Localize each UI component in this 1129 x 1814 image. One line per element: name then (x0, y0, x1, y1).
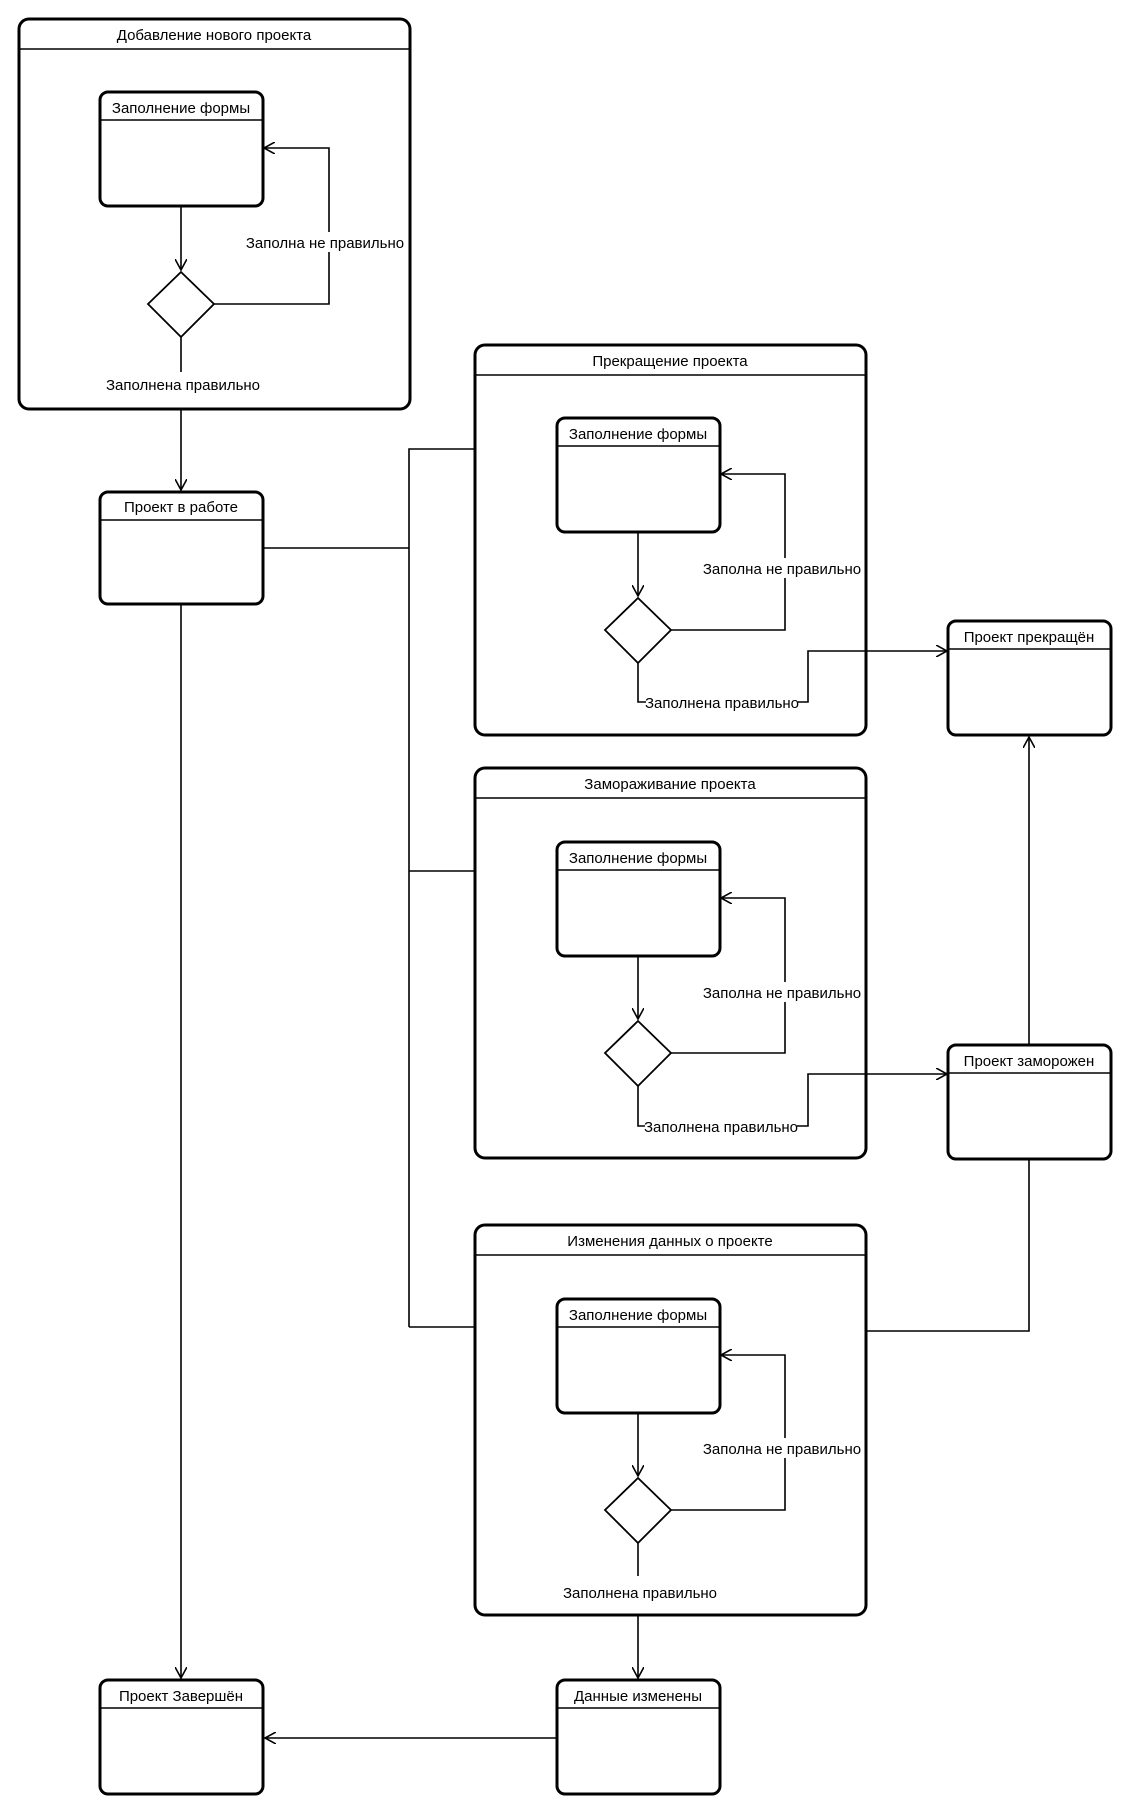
composite-terminate-project: Прекращение проекта Заполнение формы Зап… (473, 343, 868, 737)
form-fill-title: Заполнение формы (569, 426, 707, 443)
composite-title: Прекращение проекта (592, 353, 748, 370)
state-title: Проект Завершён (119, 1688, 243, 1705)
form-fill-title: Заполнение формы (112, 100, 250, 117)
edge-label-ok: Заполнена правильно (645, 695, 799, 712)
state-data-changed: Данные изменены (555, 1678, 722, 1796)
edge-label-ok: Заполнена правильно (563, 1585, 717, 1602)
edge-label-retry: Заполна не правильно (703, 985, 861, 1002)
state-title: Проект заморожен (964, 1053, 1095, 1070)
composite-add-project: Добавление нового проекта Заполнение фор… (17, 17, 412, 411)
edge-label-retry: Заполна не правильно (246, 235, 404, 252)
composite-title: Изменения данных о проекте (567, 1233, 772, 1250)
edge-label-ok: Заполнена правильно (644, 1119, 798, 1136)
state-completed: Проект Завершён (98, 1678, 265, 1796)
composite-title: Добавление нового проекта (117, 27, 312, 44)
edge-label-retry: Заполна не правильно (703, 561, 861, 578)
composite-freeze-project: Замораживание проекта Заполнение формы З… (473, 766, 868, 1160)
state-terminated: Проект прекращён (946, 619, 1113, 737)
state-frozen: Проект заморожен (946, 1043, 1113, 1161)
state-title: Проект прекращён (964, 629, 1095, 646)
edge-label-retry: Заполна не правильно (703, 1441, 861, 1458)
composite-change-project-data: Изменения данных о проекте Заполнение фо… (473, 1223, 868, 1617)
state-in-progress: Проект в работе (98, 490, 265, 606)
edge-label-ok: Заполнена правильно (106, 377, 260, 394)
form-fill-title: Заполнение формы (569, 850, 707, 867)
form-fill-title: Заполнение формы (569, 1307, 707, 1324)
state-title: Данные изменены (574, 1688, 702, 1705)
state-title: Проект в работе (124, 499, 238, 516)
composite-title: Замораживание проекта (584, 776, 756, 793)
